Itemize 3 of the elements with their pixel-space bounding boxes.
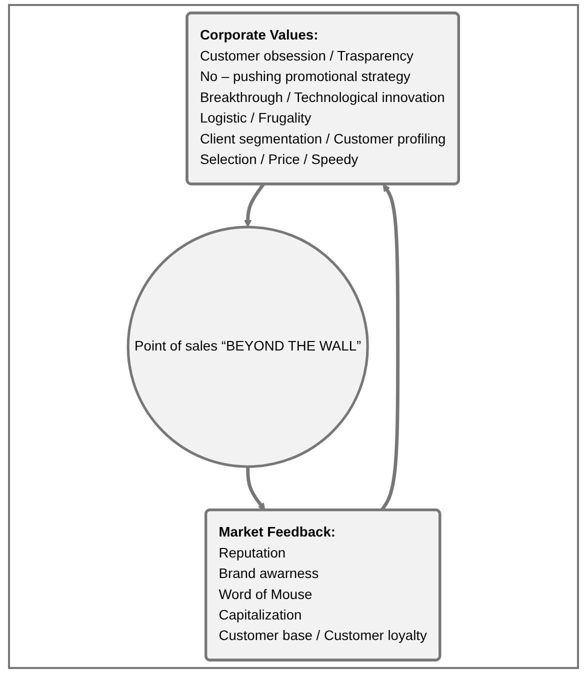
node-circle: Point of sales “BEYOND THE WALL” bbox=[126, 226, 369, 468]
arrow bbox=[244, 183, 265, 228]
arrow bbox=[246, 466, 266, 511]
